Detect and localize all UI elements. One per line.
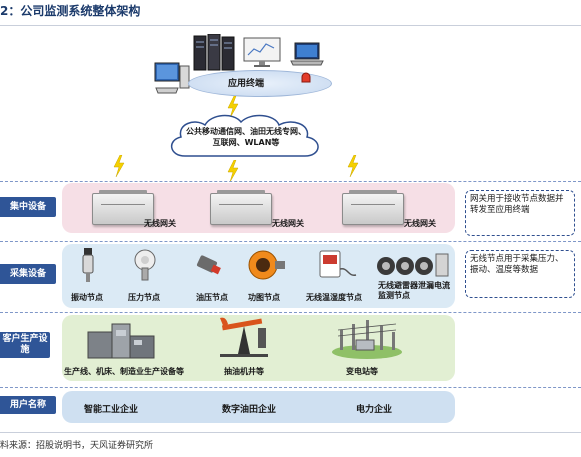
facility-label: 变电站等 (346, 367, 378, 376)
terminal-label: 应用终端 (228, 79, 265, 89)
alarm-light-icon (300, 68, 312, 83)
sensor-label: 压力节点 (128, 293, 160, 302)
gateway-label: 无线网关 (144, 219, 176, 228)
row-divider (0, 241, 581, 242)
row-divider (0, 312, 581, 313)
user-item: 电力企业 (356, 405, 393, 415)
sensor-label: 无线避雷器泄漏电流监测节点 (378, 281, 450, 300)
lightning-icon (112, 154, 126, 178)
dynamometer-sensor-icon (243, 249, 287, 281)
sensor-note: 无线节点用于采集压力、振动、温度等数据 (465, 250, 575, 298)
arrester-current-sensor-icon (376, 252, 450, 278)
server-rack-icon (193, 33, 235, 72)
sensor-label: 油压节点 (196, 293, 228, 302)
network-label: 公共移动通信网、油田无线专网、互联网、WLAN等 (186, 127, 306, 147)
title-divider (0, 25, 581, 26)
pressure-sensor-icon (131, 248, 159, 284)
desktop-computer-icon (154, 62, 190, 96)
monitor-icon (242, 37, 282, 69)
gateway-note: 网关用于接收节点数据并转发至应用终端 (465, 190, 575, 236)
sensor-label: 功图节点 (248, 293, 280, 302)
user-item: 智能工业企业 (84, 405, 139, 415)
gateway-device (210, 190, 272, 225)
laptop-icon (290, 42, 324, 66)
footer-divider (0, 432, 581, 433)
network-cloud (165, 112, 327, 164)
row-label-customer: 客户生产设施 (0, 332, 50, 358)
gateway-device (342, 190, 404, 225)
row-label-collect: 采集设备 (0, 264, 56, 284)
row-label-concentrate: 集中设备 (0, 197, 56, 217)
temperature-humidity-sensor-icon (318, 249, 358, 281)
vibration-sensor-icon (80, 248, 96, 284)
pumpjack-icon (218, 314, 270, 358)
sensor-label: 振动节点 (71, 293, 103, 302)
gateway-label: 无线网关 (404, 219, 436, 228)
user-item: 数字油田企业 (222, 405, 277, 415)
facility-label: 抽油机井等 (224, 367, 264, 376)
oil-pressure-sensor-icon (196, 252, 226, 278)
lightning-icon (226, 159, 240, 183)
page-title: 2：公司监测系统整体架构 (0, 4, 141, 18)
facility-label: 生产线、机床、制造业生产设备等 (64, 367, 184, 376)
lightning-icon (346, 154, 360, 178)
source-note: 料来源：招股说明书，天风证券研究所 (0, 441, 154, 451)
users-band (62, 391, 455, 423)
gateway-label: 无线网关 (272, 219, 304, 228)
row-divider (0, 387, 581, 388)
substation-icon (330, 316, 404, 360)
factory-machine-icon (86, 318, 156, 362)
gateway-device (92, 190, 154, 225)
sensor-label: 无线温湿度节点 (306, 293, 362, 302)
lightning-icon (226, 95, 240, 119)
row-label-users: 用户名称 (0, 396, 56, 414)
row-divider (0, 181, 581, 182)
